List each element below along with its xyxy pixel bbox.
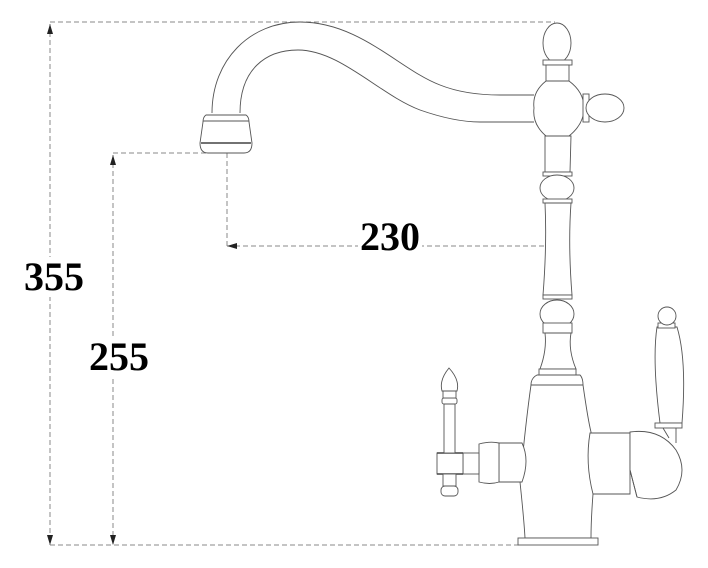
total-height-label: 355 <box>22 254 86 299</box>
spout <box>199 21 534 154</box>
right-handle <box>587 306 685 500</box>
faucet-body <box>517 22 625 546</box>
left-handle <box>436 367 527 497</box>
spout-reach-label: 230 <box>358 214 422 259</box>
spout-height-label: 255 <box>87 334 151 379</box>
